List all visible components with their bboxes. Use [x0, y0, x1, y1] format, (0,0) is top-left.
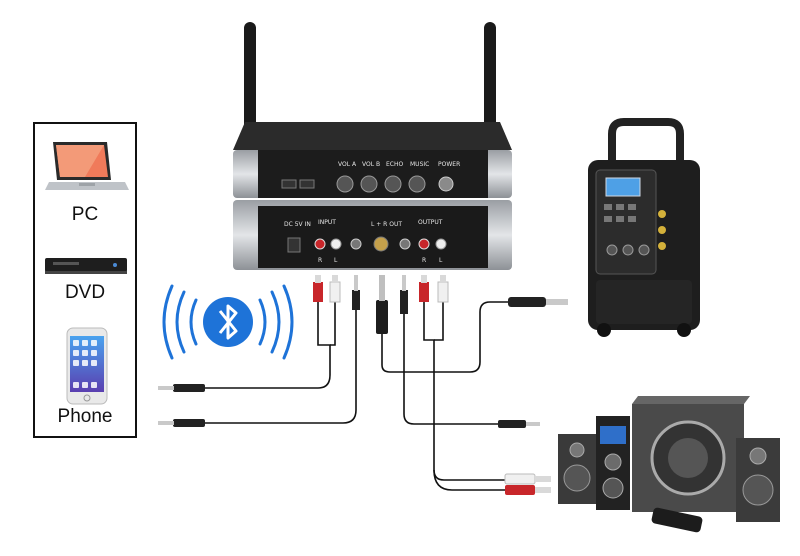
aux-plug-left — [352, 275, 360, 310]
aux-plug-end-upper — [158, 384, 205, 392]
aux-plug-right — [400, 275, 408, 314]
front-label-vol-a: VOL A — [338, 161, 357, 168]
vol-b-knob — [360, 175, 378, 193]
front-label-power: POWER — [438, 161, 460, 168]
vol-a-knob — [336, 175, 354, 193]
line-out-jack — [373, 236, 389, 252]
wireless-receiver: VOL A VOL B ECHO MUSIC POWER DC 5V IN IN… — [233, 22, 512, 270]
source-devices-panel: PC DVD Phone — [33, 122, 137, 438]
bluetooth-icon — [162, 284, 294, 360]
front-label-echo: ECHO — [386, 161, 403, 168]
output-l-jack — [435, 238, 447, 250]
input-rca-plugs — [313, 275, 341, 303]
front-label-vol-b: VOL B — [362, 161, 380, 168]
source-label-pc: PC — [71, 204, 99, 225]
source-label-phone: Phone — [57, 406, 113, 427]
rca-plugs-end — [504, 473, 551, 495]
svg-text:R: R — [422, 257, 426, 264]
dc-jack — [287, 237, 301, 253]
cables — [205, 300, 510, 491]
output-rca-plugs — [419, 275, 449, 303]
quarter-inch-plug-end — [508, 297, 568, 307]
dvd-player-icon — [45, 258, 127, 274]
quarter-inch-plug — [376, 275, 388, 334]
rear-label-dc: DC 5V IN — [284, 221, 311, 228]
power-button — [438, 176, 454, 192]
aux-plug-end-lower — [158, 419, 205, 427]
input-l-jack — [330, 238, 342, 250]
source-label-dvd: DVD — [64, 282, 106, 303]
rear-panel: DC 5V IN INPUT L + R OUT OUTPUT R L R L — [284, 219, 447, 264]
aux-plug-end-right — [498, 420, 540, 428]
laptop-icon — [45, 142, 129, 190]
svg-text:L: L — [439, 257, 443, 264]
echo-knob — [384, 175, 402, 193]
bookshelf-speaker-system — [558, 396, 780, 533]
portable-pa-speaker — [588, 118, 700, 337]
output-r-jack — [418, 238, 430, 250]
music-knob — [408, 175, 426, 193]
rear-label-out: L + R OUT — [371, 221, 402, 228]
front-label-music: MUSIC — [410, 161, 429, 168]
rear-label-output: OUTPUT — [418, 219, 443, 226]
input-r-jack — [314, 238, 326, 250]
svg-text:R: R — [318, 257, 322, 264]
svg-text:L: L — [334, 257, 338, 264]
front-controls: VOL A VOL B ECHO MUSIC POWER — [281, 161, 460, 193]
smartphone-icon — [66, 327, 108, 405]
rear-label-input: INPUT — [318, 219, 336, 226]
